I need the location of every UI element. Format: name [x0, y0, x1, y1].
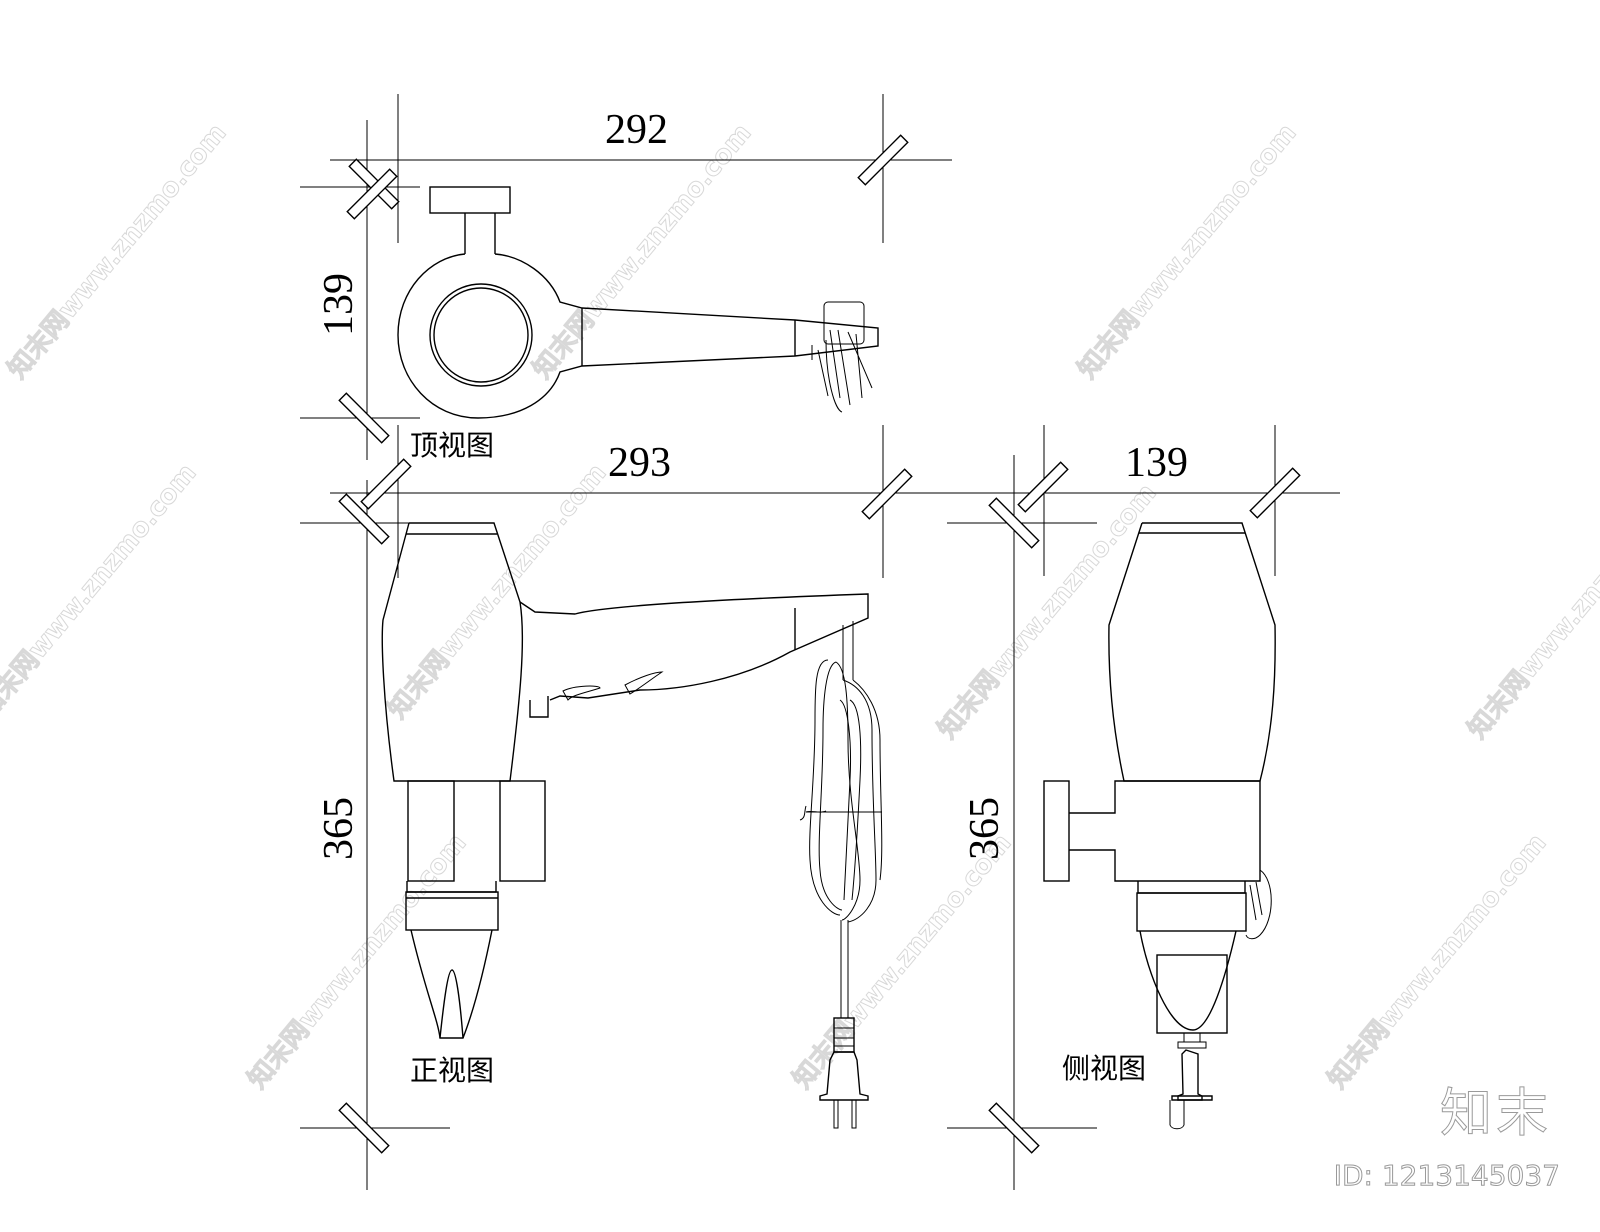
side-view-label: 侧视图 [1062, 1052, 1146, 1085]
watermark: 知末网www.znzmo.com [2, 118, 232, 384]
watermark: 知末网www.znzmo.com [932, 478, 1162, 744]
power-cord [799, 659, 883, 1129]
brand-id: ID: 1213145037 [1333, 1159, 1560, 1193]
watermark: 知末网www.znzmo.com [0, 458, 203, 724]
watermark: 知末网www.znzmo.com [527, 118, 757, 384]
watermark: 知末网www.znzmo.com [1072, 118, 1302, 384]
watermarks: 知末网www.znzmo.com 知末网www.znzmo.com 知末网www… [0, 118, 1600, 1095]
front-view: 293 365 [300, 425, 952, 1190]
watermark: 知末网www.znzmo.com [1322, 828, 1552, 1094]
top-width-dimension: 292 [605, 107, 668, 153]
watermark: 知末网www.znzmo.com [382, 458, 612, 724]
side-height-dimension: 365 [962, 797, 1008, 860]
side-view: 139 365 侧视图 [920, 425, 1340, 1190]
power-plug [1169, 1033, 1213, 1130]
top-view: 292 139 顶视图 [300, 94, 952, 462]
front-view-label: 正视图 [410, 1054, 494, 1087]
side-width-dimension: 139 [1125, 440, 1188, 486]
watermark: 知末网www.znzmo.com [787, 828, 1017, 1094]
front-height-dimension: 365 [316, 797, 362, 860]
front-width-dimension: 293 [608, 440, 671, 486]
brand-logo: 知末 [1439, 1084, 1552, 1145]
top-view-label: 顶视图 [410, 429, 494, 462]
watermark: 知末网www.znzmo.com [1462, 478, 1600, 744]
top-height-dimension: 139 [316, 273, 362, 336]
